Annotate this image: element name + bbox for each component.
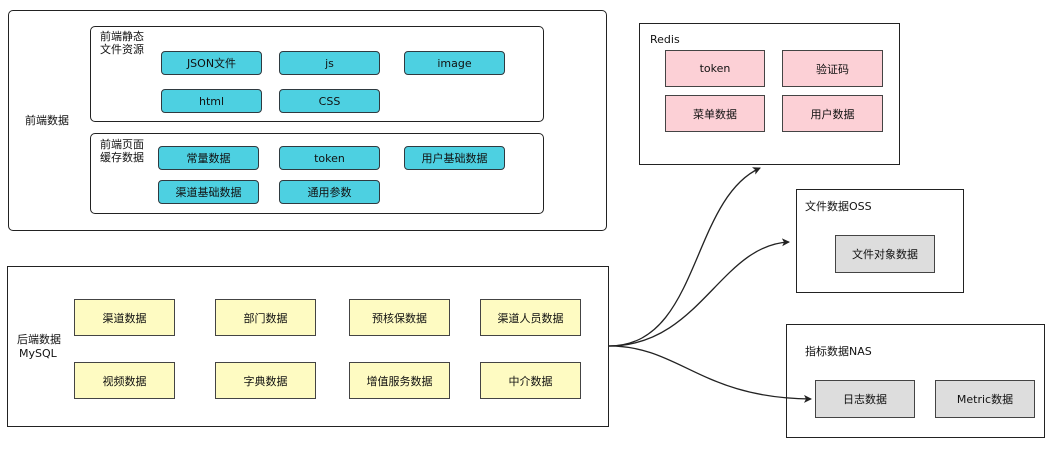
redis-title: Redis [650, 33, 680, 46]
static-item-js: js [279, 51, 380, 75]
arrow-to-redis [608, 167, 761, 347]
redis-item-captcha: 验证码 [782, 50, 883, 87]
static-item-css: CSS [279, 89, 380, 113]
frontend-static-title-line2: 文件资源 [100, 43, 144, 56]
backend-item-department: 部门数据 [215, 299, 316, 336]
oss-title: 文件数据OSS [805, 200, 872, 213]
redis-item-token: token [665, 50, 765, 87]
cache-item-user-basic: 用户基础数据 [404, 146, 505, 170]
frontend-cache-title-line1: 前端页面 [100, 138, 144, 151]
frontend-cache-title-line2: 缓存数据 [100, 151, 144, 164]
static-item-json: JSON文件 [161, 51, 262, 75]
arrow-to-oss [608, 238, 790, 347]
backend-item-pre-underwriting: 预核保数据 [349, 299, 450, 336]
backend-item-intermediary: 中介数据 [480, 362, 581, 399]
backend-item-value-added: 增值服务数据 [349, 362, 450, 399]
backend-item-dictionary: 字典数据 [215, 362, 316, 399]
backend-item-channel: 渠道数据 [74, 299, 175, 336]
oss-item-file-object: 文件对象数据 [835, 235, 935, 273]
frontend-static-title-line1: 前端静态 [100, 30, 144, 43]
redis-item-user: 用户数据 [782, 95, 883, 132]
backend-title-line2: MySQL [19, 347, 57, 360]
redis-item-menu: 菜单数据 [665, 95, 765, 132]
cache-item-token: token [279, 146, 380, 170]
nas-title: 指标数据NAS [805, 345, 872, 358]
cache-item-common-params: 通用参数 [279, 180, 380, 204]
static-item-image: image [404, 51, 505, 75]
backend-title-line1: 后端数据 [17, 333, 61, 346]
nas-item-metric: Metric数据 [935, 380, 1035, 418]
cache-item-constants: 常量数据 [158, 146, 259, 170]
redis-container [639, 23, 900, 165]
static-item-html: html [161, 89, 262, 113]
cache-item-channel-basic: 渠道基础数据 [158, 180, 259, 204]
nas-item-log: 日志数据 [815, 380, 915, 418]
backend-item-video: 视频数据 [74, 362, 175, 399]
frontend-title: 前端数据 [25, 114, 69, 127]
backend-item-channel-staff: 渠道人员数据 [480, 299, 581, 336]
arrow-to-nas-log [608, 345, 812, 403]
backend-container [7, 266, 609, 427]
